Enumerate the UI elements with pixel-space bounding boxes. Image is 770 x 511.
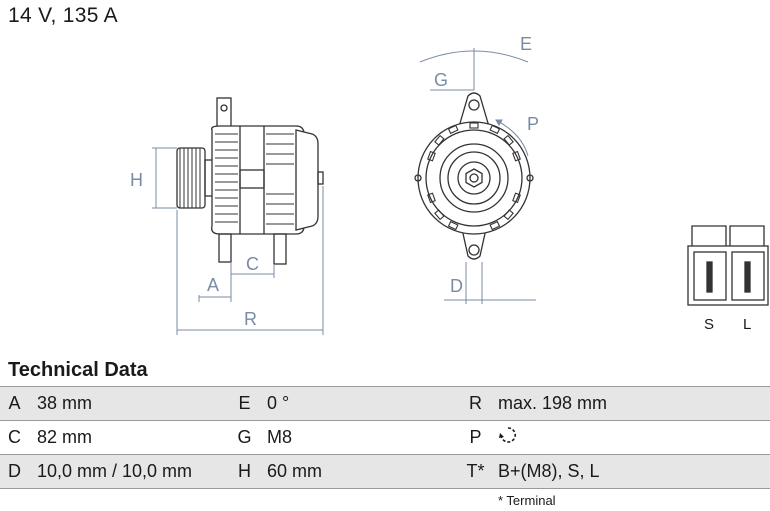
spec-value: 10,0 mm / 10,0 mm [29,454,230,489]
table-row: D 10,0 mm / 10,0 mm H 60 mm T* B+(M8), S… [0,454,770,489]
spec-key: G [230,420,259,455]
spec-key: R [461,386,490,421]
product-title: 14 V, 135 A [8,4,118,27]
plug-connector [687,225,769,306]
side-view [176,97,324,265]
terminal-footnote: * Terminal [498,493,556,508]
spec-value: 38 mm [29,386,230,421]
spec-key: D [0,454,29,489]
spec-key: H [230,454,259,489]
technical-data-table: A 38 mm E 0 ° R max. 198 mm C 82 mm G M8… [0,386,770,489]
spec-value: B+(M8), S, L [490,454,770,489]
spec-value: 0 ° [259,386,461,421]
spec-key: E [230,386,259,421]
dim-label-c: C [246,254,259,274]
clockwise-rotation-icon [498,425,518,450]
alternator-drawing: H A C R [130,34,769,335]
spec-key: A [0,386,29,421]
dim-label-h: H [130,170,143,190]
spec-value: 82 mm [29,420,230,455]
spec-value: 60 mm [259,454,461,489]
table-row: C 82 mm G M8 P [0,420,770,455]
spec-key: T* [461,454,490,489]
spec-value-rotation [490,420,770,455]
spec-key: P [461,420,490,455]
dim-label-r: R [244,309,257,329]
dim-label-d: D [450,276,463,296]
dim-label-g: G [434,70,448,90]
front-view-dimensions [419,48,536,304]
front-view [414,92,534,260]
table-row: A 38 mm E 0 ° R max. 198 mm [0,386,770,421]
plug-label-l: L [743,316,751,333]
dim-label-a: A [207,275,219,295]
side-view-dimensions [152,147,324,335]
spec-value: M8 [259,420,461,455]
spec-key: C [0,420,29,455]
spec-value: max. 198 mm [490,386,770,421]
dim-label-p: P [527,114,539,134]
technical-data-heading: Technical Data [8,359,148,381]
plug-label-s: S [704,316,714,333]
dim-label-e: E [520,34,532,54]
